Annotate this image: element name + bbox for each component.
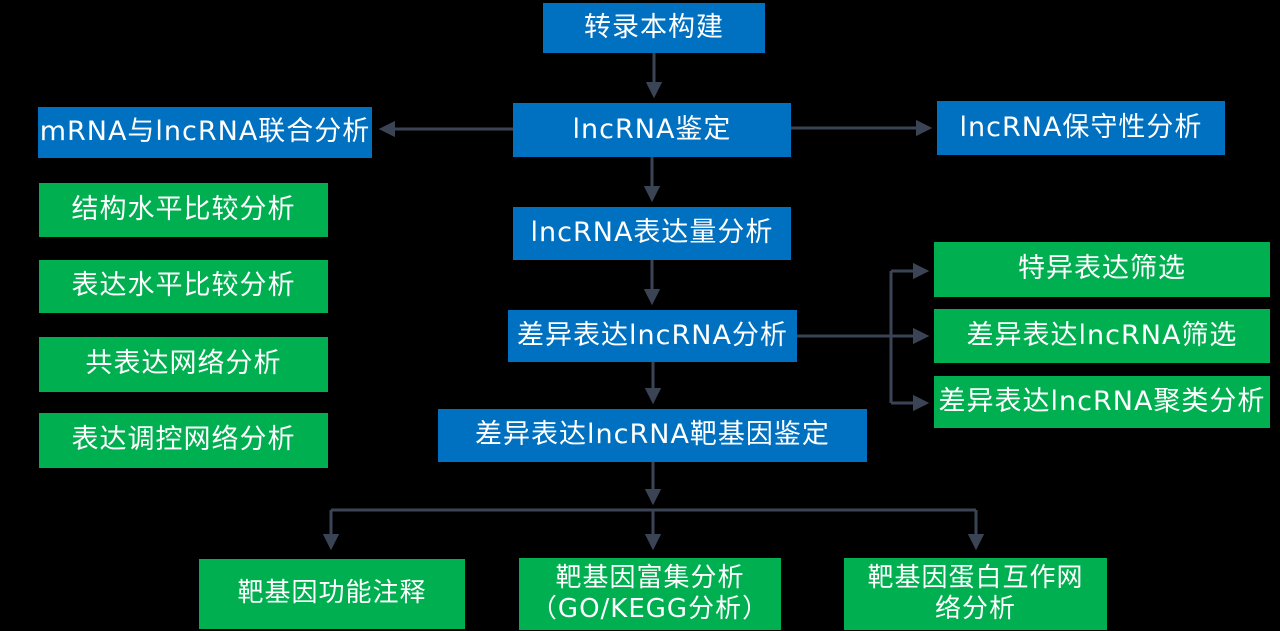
node-diff-lncrna-screen: 差异表达lncRNA筛选 (934, 309, 1270, 363)
node-label-line1: 靶基因富集分析 (555, 562, 745, 593)
node-label: 表达调控网络分析 (71, 424, 296, 456)
node-conservation-analysis: lncRNA保守性分析 (937, 101, 1225, 155)
node-label: 转录本构建 (584, 11, 724, 43)
node-label: 差异表达lncRNA筛选 (966, 319, 1238, 351)
node-label: mRNA与lncRNA联合分析 (39, 116, 371, 148)
node-coexpression-network: 共表达网络分析 (39, 337, 328, 392)
node-label: 差异表达lncRNA靶基因鉴定 (475, 419, 830, 451)
node-label: 特异表达筛选 (1018, 253, 1186, 285)
node-label-line2: 络分析 (934, 594, 1016, 624)
node-differential-expression: 差异表达lncRNA分析 (508, 310, 797, 362)
connector-differential-branch (797, 271, 893, 403)
node-expression-level-comparison: 表达水平比较分析 (39, 260, 328, 313)
node-label: 靶基因功能注释 (237, 578, 427, 609)
node-label: 共表达网络分析 (85, 348, 282, 380)
node-structure-comparison: 结构水平比较分析 (39, 183, 328, 237)
node-label: 结构水平比较分析 (71, 193, 296, 225)
node-expression-regulation-network: 表达调控网络分析 (39, 413, 328, 468)
node-lncrna-identification: lncRNA鉴定 (513, 103, 791, 157)
node-target-gene-identification: 差异表达lncRNA靶基因鉴定 (438, 409, 867, 462)
node-transcript-assembly: 转录本构建 (543, 3, 765, 53)
node-label: lncRNA表达量分析 (530, 217, 774, 249)
node-joint-analysis: mRNA与lncRNA联合分析 (38, 107, 372, 158)
node-target-function-annotation: 靶基因功能注释 (199, 559, 465, 629)
node-label: 表达水平比较分析 (71, 270, 296, 302)
node-label-line2: （GO/KEGG分析） (530, 594, 770, 624)
node-label: lncRNA保守性分析 (959, 111, 1203, 143)
node-target-enrichment: 靶基因富集分析 （GO/KEGG分析） (519, 558, 781, 630)
node-specific-expression-screen: 特异表达筛选 (934, 242, 1270, 297)
node-label: 差异表达lncRNA聚类分析 (938, 385, 1266, 417)
node-expression-quantification: lncRNA表达量分析 (513, 207, 791, 260)
node-label: lncRNA鉴定 (572, 113, 732, 145)
node-diff-lncrna-cluster: 差异表达lncRNA聚类分析 (934, 376, 1270, 428)
node-label-line1: 靶基因蛋白互作网 (867, 562, 1084, 593)
node-label: 差异表达lncRNA分析 (517, 319, 788, 351)
node-target-ppi-network: 靶基因蛋白互作网 络分析 (844, 558, 1107, 630)
